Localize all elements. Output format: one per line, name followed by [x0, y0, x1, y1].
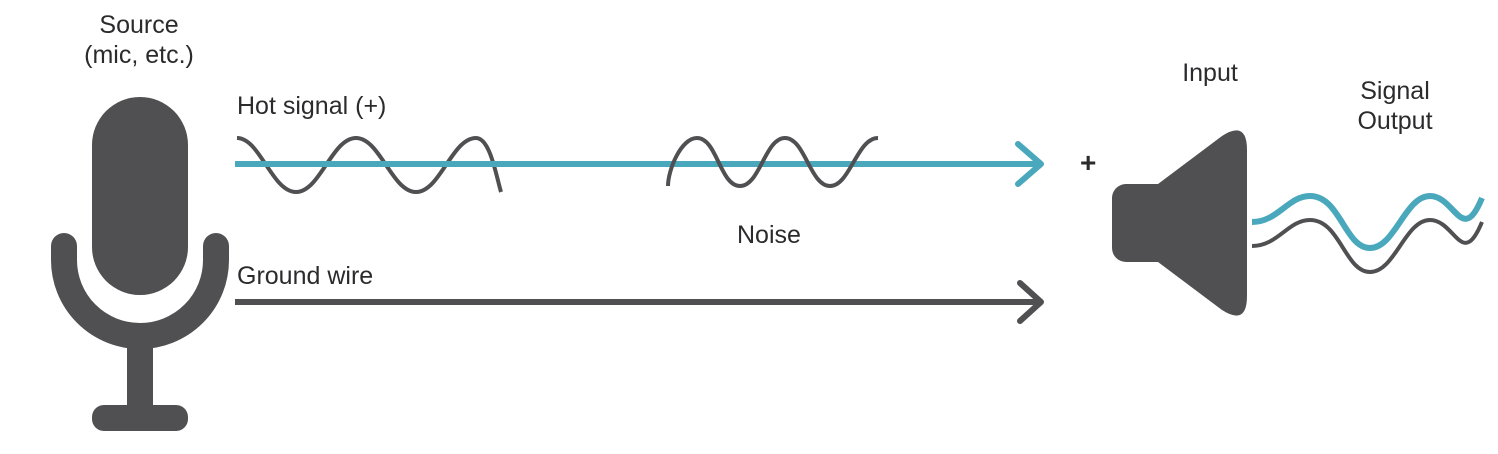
output-signal-wave [1251, 192, 1485, 252]
output-dark-wave [1251, 217, 1484, 275]
speaker-icon [1112, 130, 1247, 316]
source-label-line2: (mic, etc.) [84, 41, 194, 69]
signal-output-label-line1: Signal [1360, 77, 1430, 105]
hot-signal-arrowhead [1015, 141, 1044, 187]
hot-signal-wave [236, 135, 503, 195]
signal-output-label-line2: Output [1357, 107, 1433, 135]
source-label-line1: Source [99, 11, 179, 39]
plus-sign: + [1080, 147, 1097, 178]
ground-wire-label: Ground wire [237, 262, 374, 290]
signal-output-label: Signal Output [1320, 76, 1470, 136]
signal-output-waves [1251, 192, 1485, 275]
ground-wire-path [235, 280, 1044, 324]
ground-wire-arrowhead [1017, 280, 1044, 324]
hot-signal-path [235, 135, 1044, 195]
noise-label: Noise [737, 221, 801, 249]
microphone-icon [51, 97, 229, 431]
hot-signal-label: Hot signal (+) [237, 92, 387, 120]
noise-wave [666, 135, 879, 189]
source-label: Source (mic, etc.) [44, 10, 234, 70]
input-label: Input [1182, 59, 1238, 87]
